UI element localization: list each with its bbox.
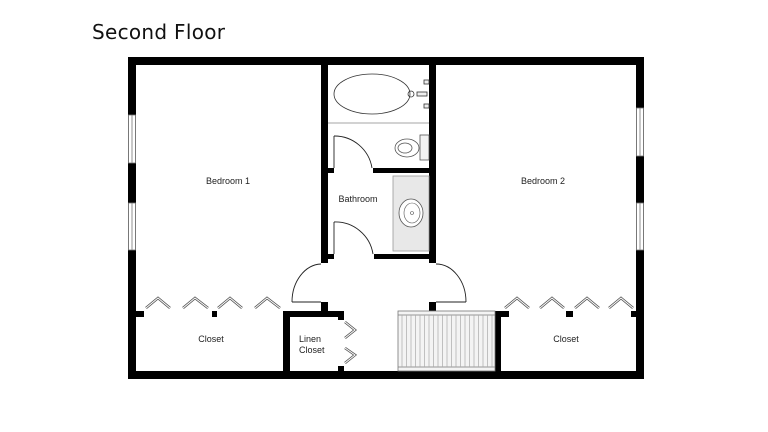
bathtub xyxy=(328,73,430,124)
room-label-bedroom-1: Bedroom 1 xyxy=(206,176,250,186)
room-label-linen-line1: Linen xyxy=(299,334,321,344)
staircase xyxy=(397,310,496,372)
room-label-bathroom: Bathroom xyxy=(338,194,377,204)
vanity-sink xyxy=(392,175,430,252)
room-label-closet-right: Closet xyxy=(553,334,579,344)
walls xyxy=(128,57,644,379)
room-label-linen-line2: Closet xyxy=(299,345,325,355)
bifold-doors xyxy=(145,296,634,364)
room-label-closet-left: Closet xyxy=(198,334,224,344)
toilet xyxy=(394,134,430,161)
windows xyxy=(128,107,644,251)
plan-title: Second Floor xyxy=(92,20,226,44)
doors xyxy=(291,135,467,303)
room-label-bedroom-2: Bedroom 2 xyxy=(521,176,565,186)
